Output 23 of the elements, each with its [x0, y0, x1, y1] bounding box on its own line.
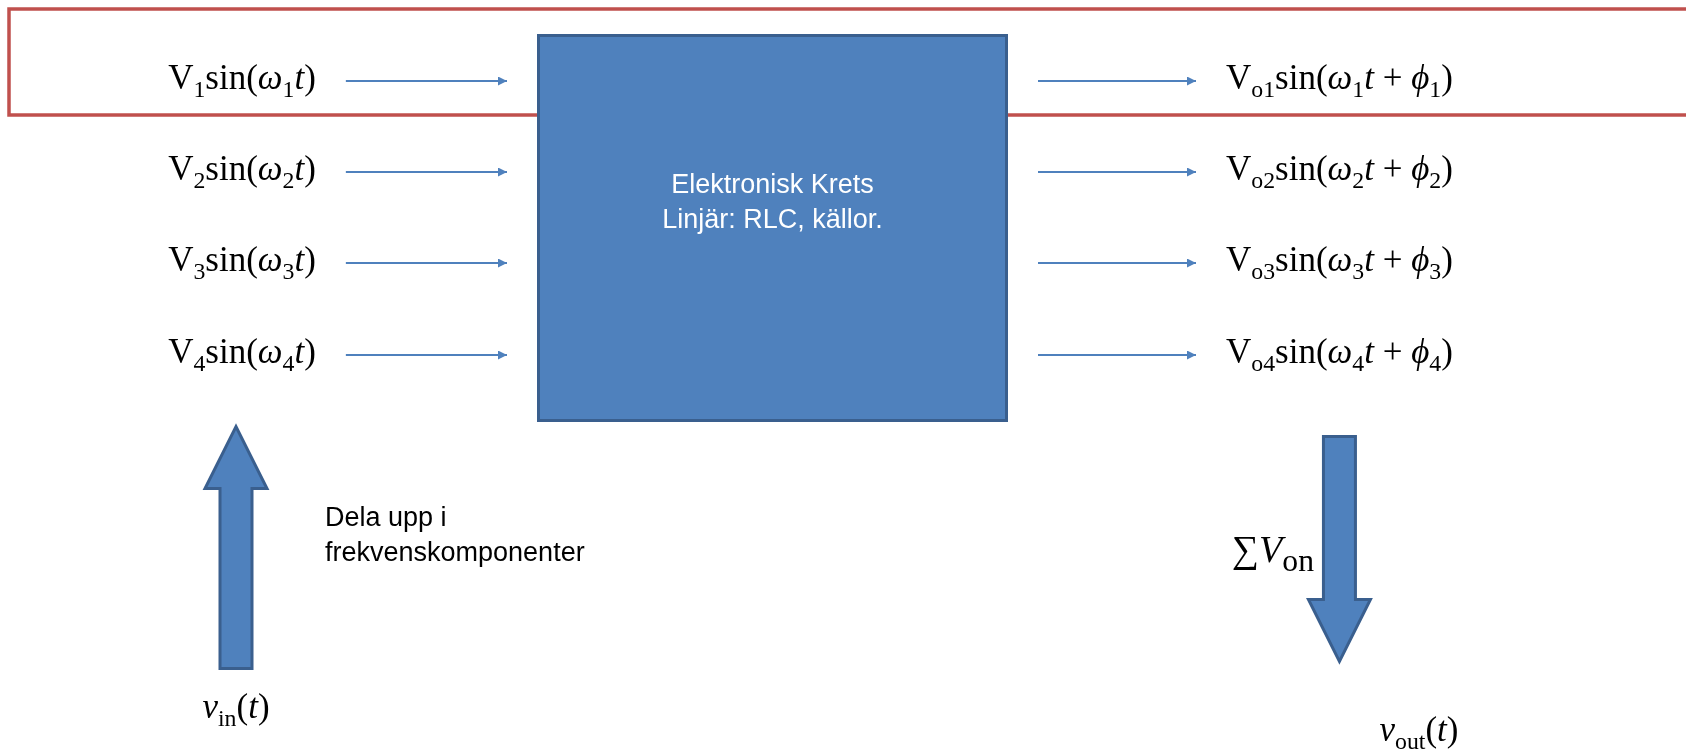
block-arrow: [1306, 435, 1373, 665]
signal-formula: V$_{o3}$sin(ω$_{3}$t + ϕ$_{3}$): [1226, 241, 1453, 285]
arrow: [1037, 76, 1197, 86]
signal-formula: V$_{o1}$sin(ω$_{1}$t + ϕ$_{1}$): [1226, 59, 1453, 103]
arrow: [344, 76, 508, 86]
signal-formula: v$_{in}$(t): [202, 688, 270, 732]
circuit-block: [537, 34, 1008, 422]
box-text: Elektronisk Krets: [671, 168, 874, 201]
signal-formula: V$_{1}$sin(ω$_{1}$t): [168, 59, 316, 103]
arrow: [1037, 350, 1197, 360]
signal-formula: V$_{o2}$sin(ω$_{2}$t + ϕ$_{2}$): [1226, 150, 1453, 194]
signal-formula: v$_{out}$(t): [1379, 711, 1459, 750]
arrow: [344, 258, 508, 268]
box-text: Linjär: RLC, källor.: [662, 203, 883, 237]
signal-formula: V$_{2}$sin(ω$_{2}$t): [168, 150, 316, 194]
arrow: [344, 167, 508, 177]
arrow: [344, 350, 508, 360]
signal-formula: V$_{3}$sin(ω$_{3}$t): [168, 241, 316, 285]
arrow: [1037, 167, 1197, 177]
signal-formula: V$_{o4}$sin(ω$_{4}$t + ϕ$_{4}$): [1226, 333, 1453, 377]
arrow: [1037, 258, 1197, 268]
block-arrow: [202, 423, 270, 670]
signal-formula: V$_{4}$sin(ω$_{4}$t): [168, 333, 316, 377]
